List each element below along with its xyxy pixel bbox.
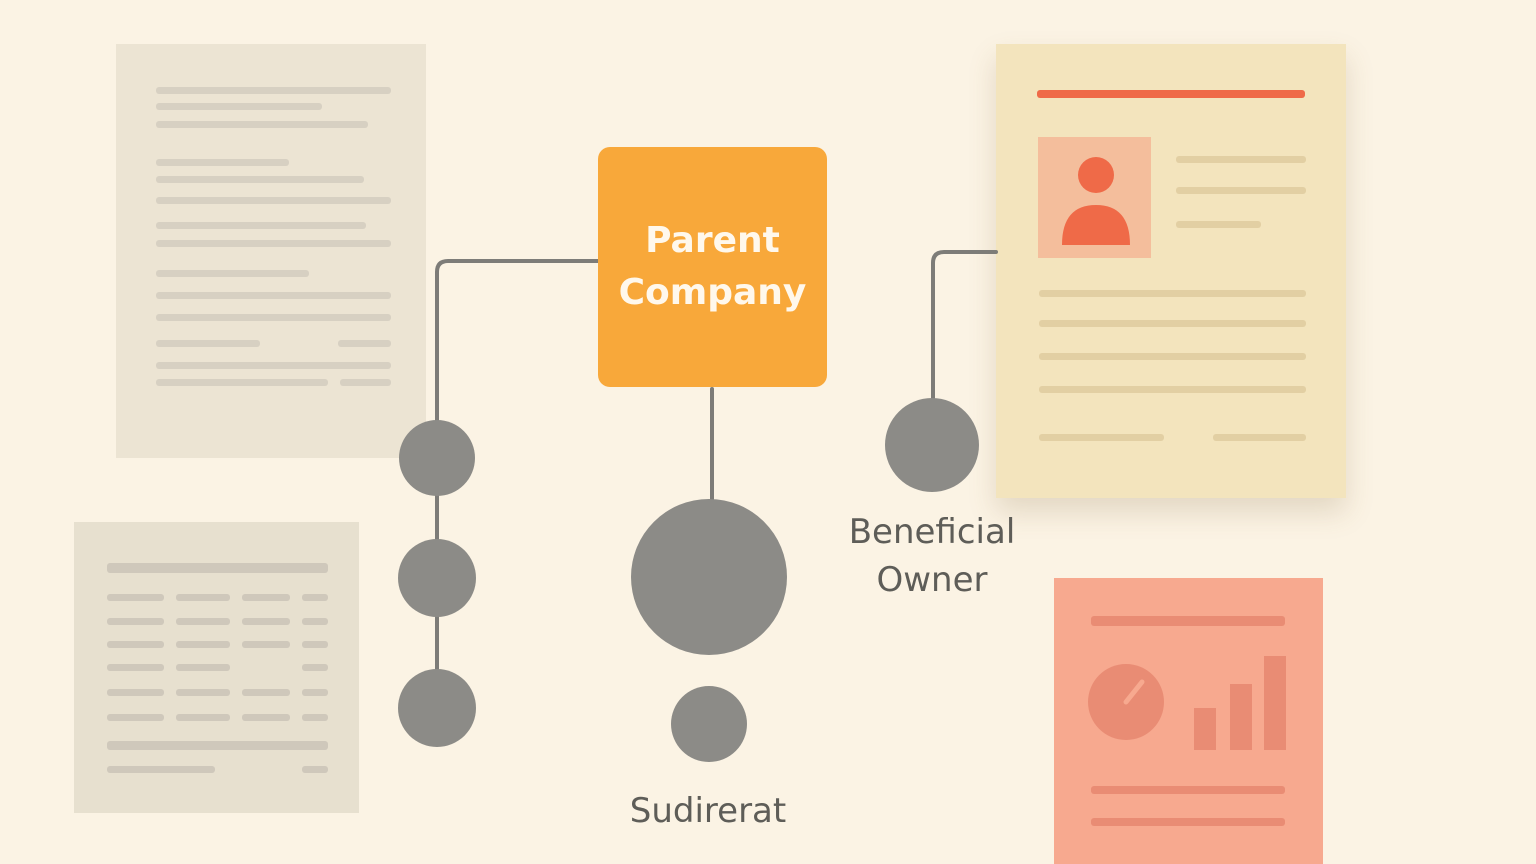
profile-document <box>996 44 1346 498</box>
profile-document-header-bar <box>1037 90 1305 98</box>
left-chain-node-3 <box>398 669 476 747</box>
parent-company-label: Parent Company <box>618 220 807 313</box>
left-chain-node-2 <box>398 539 476 617</box>
subsidiary-small-node <box>671 686 747 762</box>
profile-photo <box>1038 137 1151 258</box>
left-chain-node-1 <box>399 420 475 496</box>
bar-chart-icon <box>1194 656 1286 750</box>
gauge-icon <box>1088 664 1164 740</box>
report-document <box>1054 578 1323 864</box>
subsidiary-large-node <box>631 499 787 655</box>
person-icon <box>1062 157 1130 245</box>
beneficial-owner-node <box>885 398 979 492</box>
background-table-document <box>74 522 359 813</box>
subsidiary-label: Sudirerat <box>629 791 787 831</box>
connector-parent-to-left-chain <box>435 259 602 432</box>
connector-owner-to-document <box>931 250 998 407</box>
beneficial-owner-label: Beneficial Owner <box>848 512 1016 600</box>
parent-company-box: Parent Company <box>598 147 827 387</box>
background-document-left <box>116 44 426 458</box>
